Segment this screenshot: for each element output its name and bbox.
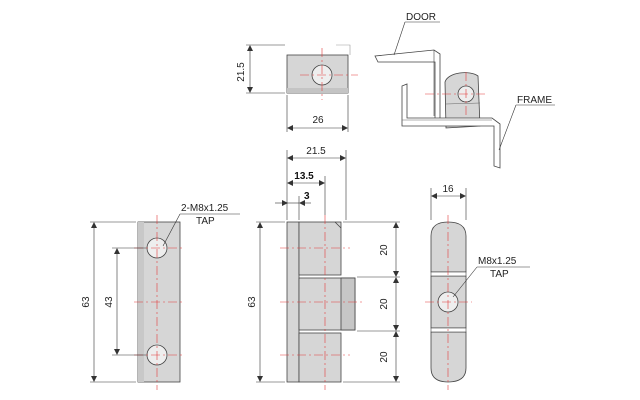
- side-view-tap-leader: [162, 213, 181, 247]
- iso-door-plate: [374, 49, 441, 121]
- right-view-tap-spec: M8x1.25: [478, 256, 517, 267]
- front-view-dim-seg-3: 20: [379, 351, 390, 363]
- iso-view: DOOR FRAME: [374, 12, 555, 169]
- right-view-tap-word: TAP: [490, 269, 509, 280]
- iso-hinge-seam: [445, 102, 481, 105]
- iso-door-label: DOOR: [406, 12, 436, 23]
- right-view-tap-leader: [452, 266, 478, 298]
- side-view-tap-word: TAP: [196, 216, 215, 227]
- side-view-tap-spec: 2-M8x1.25: [181, 203, 229, 214]
- top-view-flange: [336, 44, 351, 55]
- iso-frame-label: FRAME: [517, 95, 552, 106]
- right-view-gap-bottom: [430, 327, 467, 333]
- top-view-dim-width: 26: [312, 115, 324, 126]
- right-view-gap-top: [430, 271, 467, 277]
- top-front-view: 21.5 26: [236, 44, 358, 132]
- front-view-dim-small: 3: [304, 191, 310, 202]
- side-view-dim-height: 63: [81, 296, 92, 308]
- front-view-dim-total-width: 21.5: [306, 146, 326, 157]
- front-view-middle-shade: [340, 277, 356, 331]
- front-view-dim-height: 63: [247, 296, 258, 308]
- front-view-dim-seg-1: 20: [379, 244, 390, 256]
- top-view-dim-height: 21.5: [236, 62, 247, 82]
- front-view-dim-mid-width: 13.5: [294, 171, 314, 182]
- right-view-dim-width: 16: [442, 184, 454, 195]
- front-view-knuckle-bottom: [298, 332, 342, 383]
- front-view-knuckle-top: [298, 221, 342, 276]
- right-view: 16 M8x1.25 TAP: [425, 184, 530, 390]
- iso-door-leader-diag: [393, 21, 406, 56]
- top-view-edge: [287, 88, 348, 93]
- right-view-knuckle-bottom: [430, 331, 467, 383]
- iso-frame-leader-diag: [498, 104, 517, 151]
- front-view: 63 21.5 13.5 3 20 20 20: [247, 146, 400, 390]
- iso-frame-plate: [401, 83, 501, 169]
- front-view-top-chamfer: [334, 221, 342, 229]
- side-view: 63 43 2-M8x1.25 TAP: [81, 203, 240, 390]
- side-view-dim-hole-spacing: 43: [104, 296, 115, 308]
- right-view-knuckle-top: [430, 221, 467, 273]
- front-view-dim-seg-2: 20: [379, 298, 390, 310]
